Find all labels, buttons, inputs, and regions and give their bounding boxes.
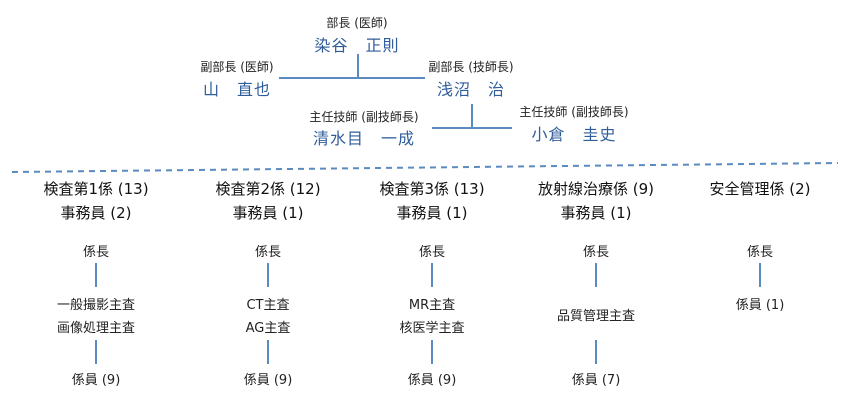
connector-deputies [279, 77, 425, 79]
section-5-title: 安全管理係 (2) [709, 180, 811, 198]
section-2-leader: 係長 [254, 245, 282, 260]
section-2-clerk: 事務員 (1) [232, 204, 304, 222]
section-3-clerk: 事務員 (1) [396, 204, 468, 222]
director-name: 染谷 正則 [314, 36, 400, 55]
section-3-title: 検査第3係 (13) [379, 180, 485, 198]
section-5-leader: 係長 [746, 245, 774, 260]
section-4-staff: 係員 (7) [571, 373, 621, 388]
section-2-staff: 係員 (9) [243, 373, 293, 388]
section-1-link-1 [95, 263, 97, 287]
deputy-right-name: 浅沼 治 [436, 80, 506, 99]
chief-right-role: 主任技師 (副技師長) [519, 105, 629, 119]
section-2-mid-1: CT主査 [246, 298, 290, 313]
section-5-staff: 係員 (1) [735, 298, 785, 313]
section-2-link-2 [267, 340, 269, 364]
connector-chiefs [432, 127, 512, 129]
section-1-mid-1: 一般撮影主査 [56, 298, 136, 313]
section-1-clerk: 事務員 (2) [60, 204, 132, 222]
chief-left-role: 主任技師 (副技師長) [309, 110, 419, 124]
director-role: 部長 (医師) [326, 16, 388, 30]
connector-director [357, 54, 359, 78]
section-2-title: 検査第2係 (12) [215, 180, 321, 198]
section-3-link-1 [431, 263, 433, 287]
section-3-staff: 係員 (9) [407, 373, 457, 388]
section-4-mid-1: 品質管理主査 [556, 309, 636, 324]
section-5-link-1 [759, 263, 761, 287]
section-3-leader: 係長 [418, 245, 446, 260]
chief-right-name: 小倉 圭史 [531, 125, 617, 144]
section-3-link-2 [431, 340, 433, 364]
section-4-leader: 係長 [582, 245, 610, 260]
section-3-mid-1: MR主査 [408, 298, 456, 313]
connector-deputy-right [471, 104, 473, 128]
section-4-link-1 [595, 263, 597, 287]
section-4-link-2 [595, 340, 597, 364]
section-1-title: 検査第1係 (13) [43, 180, 149, 198]
section-2-mid-2: AG主査 [245, 321, 291, 336]
section-3-mid-2: 核医学主査 [399, 321, 465, 336]
deputy-right-role: 副部長 (技師長) [428, 60, 514, 74]
deputy-left-name: 山 直也 [202, 80, 272, 99]
section-2-link-1 [267, 263, 269, 287]
section-1-staff: 係員 (9) [71, 373, 121, 388]
section-4-title: 放射線治療係 (9) [537, 180, 655, 198]
section-1-leader: 係長 [82, 245, 110, 260]
section-1-link-2 [95, 340, 97, 364]
section-1-mid-2: 画像処理主査 [56, 321, 136, 336]
deputy-left-role: 副部長 (医師) [200, 60, 274, 74]
section-4-clerk: 事務員 (1) [560, 204, 632, 222]
chief-left-name: 清水目 一成 [312, 129, 416, 148]
